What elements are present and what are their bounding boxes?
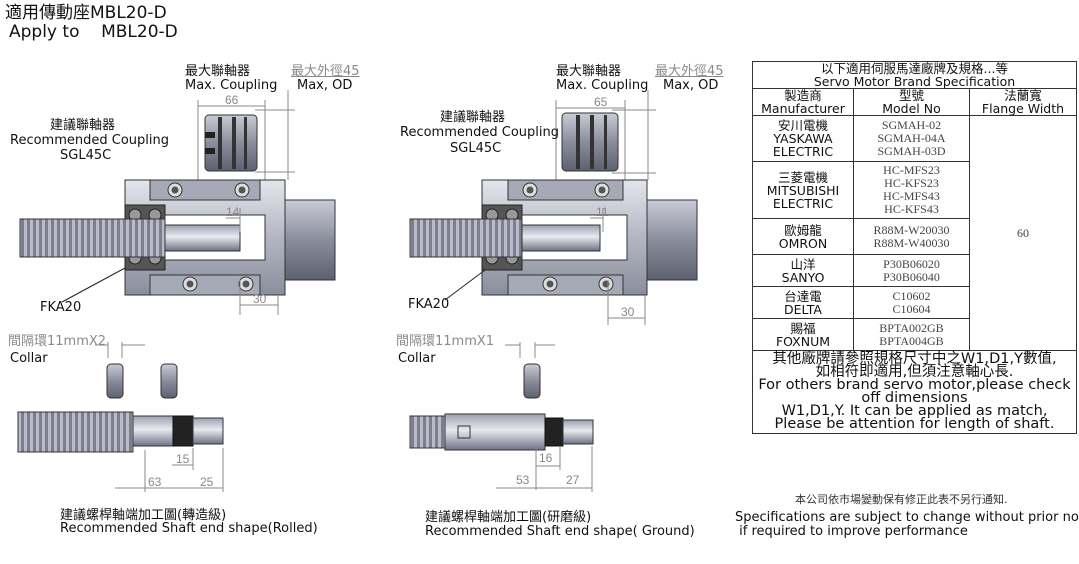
middle-max-coupling-en: Max. Coupling: [556, 78, 649, 93]
left-dim-14: [226, 208, 241, 232]
middle-max-coupling-zh: 最大聯軸器: [556, 64, 622, 79]
col-flange: 法蘭寬 Flange Width: [969, 88, 1077, 116]
middle-shaft-zh: 建議螺桿軸端加工圖(研磨級): [425, 510, 592, 525]
col-model-en: Model No: [882, 101, 941, 116]
left-rec-coupling-zh: 建議聯軸器: [50, 118, 116, 133]
middle-max-od-zh: 最大外徑45: [655, 64, 724, 79]
left-screw-shaft: [19, 218, 166, 258]
middle-rec-coupling-en: Recommended Coupling: [400, 125, 559, 140]
spec-title: 以下適用伺服馬達廠牌及規格...等 Servo Motor Brand Spec…: [752, 61, 1077, 89]
left-shaft-en: Recommended Shaft end shape(Rolled): [60, 521, 318, 536]
left-coupling: [204, 114, 258, 172]
middle-shaft-en: Recommended Shaft end shape( Ground): [425, 524, 695, 539]
middle-dim-65: [555, 90, 656, 180]
left-max-coupling-en: Max. Coupling: [185, 78, 278, 93]
col-manufacturer-zh: 製造商: [784, 88, 822, 103]
middle-shaft-end: [409, 413, 594, 492]
col-model: 型號 Model No: [853, 88, 970, 116]
col-manufacturer-en: Manufacturer: [761, 101, 845, 116]
middle-collar-parts: [505, 342, 555, 399]
left-dim-30-text: 30: [253, 292, 267, 306]
spec-title-zh: 以下適用伺服馬達廠牌及規格...等: [821, 61, 1008, 76]
spec-note-row: 其他廠牌請參照規格尺寸中之W1,D1,Y數值, 如相符即適用,但須注意軸心長. …: [752, 350, 1077, 434]
left-dim-15-text: 15: [176, 452, 190, 466]
middle-dim-11-text: 11: [596, 205, 609, 219]
left-dim-66: [197, 90, 295, 180]
left-collar-parts: [95, 342, 178, 399]
middle-collar-zh: 間隔環11mmX1: [396, 334, 495, 349]
left-fka-label: FKA20: [40, 300, 82, 315]
title-en: Apply to MBL20-D: [9, 22, 178, 42]
middle-fka-label: FKA20: [408, 297, 450, 312]
middle-coupling: [561, 112, 619, 172]
col-manufacturer: 製造商 Manufacturer: [752, 88, 854, 116]
col-model-zh: 型號: [898, 88, 924, 103]
middle-dim-27-text: 27: [566, 473, 580, 487]
left-max-od-en: Max, OD: [297, 78, 353, 93]
middle-dim-11: [590, 208, 604, 232]
left-dim-25-text: 25: [200, 475, 214, 489]
middle-rec-coupling-zh: 建議聯軸器: [440, 110, 506, 125]
notice-en-1: Specifications are subject to change wit…: [735, 510, 1079, 525]
left-shaft-zh: 建議螺桿軸端加工圖(轉造級): [60, 508, 227, 523]
title-zh: 適用傳動座MBL20-D: [5, 3, 167, 23]
servo-spec-table: 以下適用伺服馬達廠牌及規格...等 Servo Motor Brand Spec…: [752, 61, 1077, 434]
left-max-coupling-zh: 最大聯軸器: [185, 64, 251, 79]
note-en-1: For others brand servo motor,please chec…: [758, 377, 1071, 393]
middle-dim-16-text: 16: [539, 451, 553, 465]
left-collar-en: Collar: [10, 351, 48, 366]
left-shaft-end: [17, 411, 224, 492]
note-en-2: off dimensions: [861, 390, 968, 406]
middle-housing: [481, 179, 698, 296]
flange-width-value: 60: [969, 115, 1077, 351]
note-en-3: W1,D1,Y. It can be applied as match,: [781, 403, 1048, 419]
middle-dim-30-text: 30: [621, 305, 635, 319]
left-max-od-zh: 最大外徑45: [291, 64, 360, 79]
left-rec-coupling-en: Recommended Coupling: [10, 133, 169, 148]
left-fka-leader: [61, 267, 126, 303]
note-zh-1: 其他廠牌請參照規格尺寸中之W1,D1,Y數值,: [772, 351, 1057, 367]
left-dim-63-text: 63: [148, 475, 162, 489]
left-rec-coupling-model: SGL45C: [60, 148, 112, 163]
left-dim-14-text: 14: [226, 205, 240, 219]
notice-zh: 本公司依市場變動保有修正此表不另行通知.: [795, 493, 1008, 506]
left-dim-30: [239, 280, 279, 315]
col-flange-zh: 法蘭寬: [1004, 88, 1042, 103]
spec-title-en: Servo Motor Brand Specification: [813, 74, 1016, 89]
notice-en-2: if required to improve performance: [735, 524, 968, 539]
note-zh-2: 如相符即適用,但須注意軸心長.: [815, 364, 1014, 380]
middle-dim-53-text: 53: [516, 473, 530, 487]
middle-max-od-en: Max, OD: [663, 78, 719, 93]
left-dim-66-text: 66: [225, 93, 239, 107]
middle-screw-shaft: [409, 218, 523, 258]
middle-rec-coupling-model: SGL45C: [450, 141, 502, 156]
middle-collar-en: Collar: [398, 351, 436, 366]
middle-fka-leader: [444, 269, 486, 301]
middle-dim-30: [607, 280, 646, 325]
middle-dim-65-text: 65: [594, 95, 608, 109]
col-flange-en: Flange Width: [981, 101, 1065, 116]
left-collar-zh: 間隔環11mmX2: [8, 334, 107, 349]
note-en-4: Please be attention for length of shaft.: [774, 416, 1055, 432]
